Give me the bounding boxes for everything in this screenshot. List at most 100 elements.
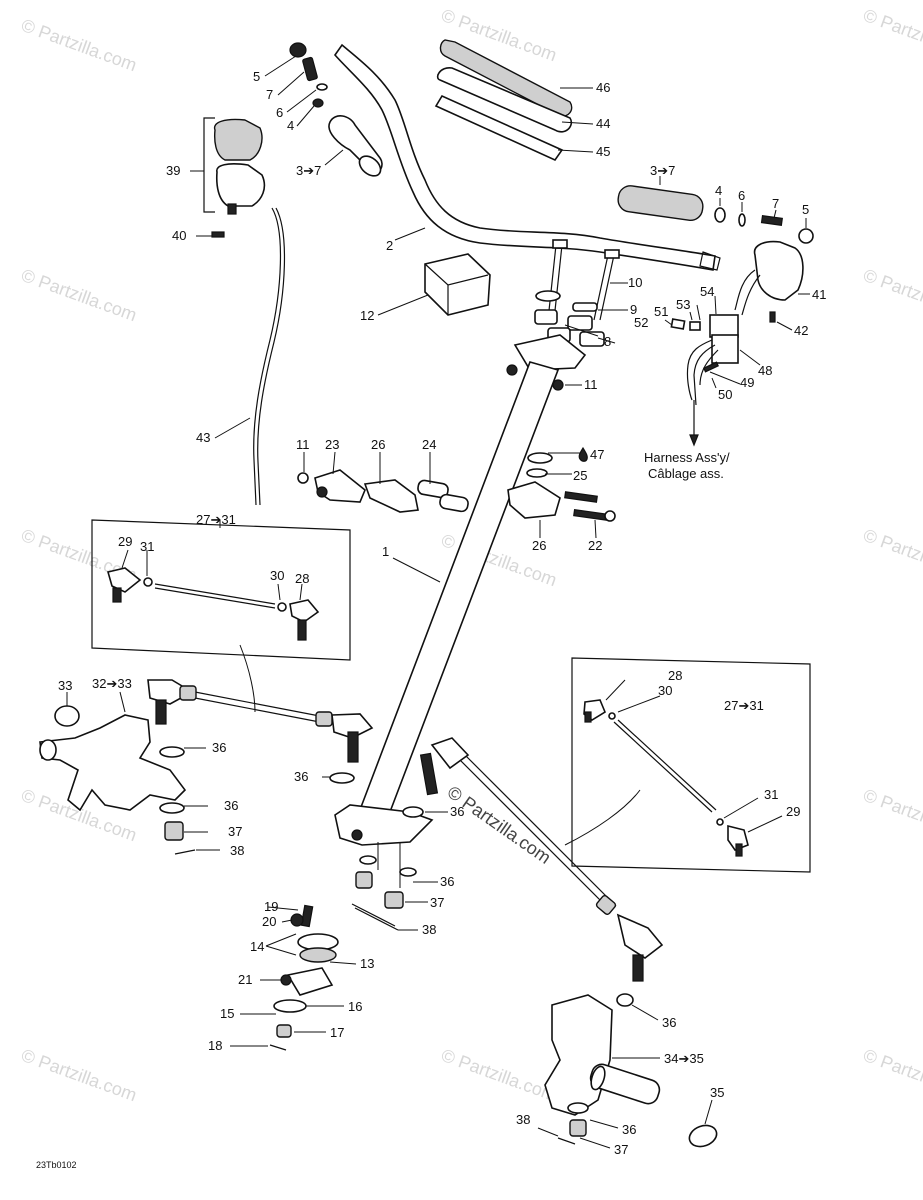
callout-47: 47 xyxy=(590,447,604,462)
harness-note-line1: Harness Ass'y/ xyxy=(644,450,730,465)
left-tie-rod xyxy=(147,679,374,784)
callout-34-35: 34➔35 xyxy=(664,1051,704,1066)
callout-16: 16 xyxy=(348,999,362,1014)
watermark: © Partzilla.com xyxy=(861,265,923,325)
callout-29: 29 xyxy=(786,804,800,819)
callout-25: 25 xyxy=(573,468,587,483)
left-grip-assembly xyxy=(264,42,383,177)
watermark: © Partzilla.com xyxy=(861,525,923,585)
callout-7: 7 xyxy=(266,87,273,102)
callout-23: 23 xyxy=(325,437,339,452)
handlebar-pads xyxy=(434,39,594,162)
callout-31: 31 xyxy=(140,539,154,554)
callout-3-7: 3➔7 xyxy=(296,163,321,178)
callout-38: 38 xyxy=(422,922,436,937)
callout-33: 33 xyxy=(58,678,72,693)
callout-10: 10 xyxy=(628,275,642,290)
callout-12: 12 xyxy=(360,308,374,323)
callout-42: 42 xyxy=(794,323,808,338)
right-tie-rod xyxy=(402,737,664,982)
callout-8: 8 xyxy=(604,334,611,349)
diagram-code: 23Tb0102 xyxy=(36,1160,77,1170)
callout-15: 15 xyxy=(220,1006,234,1021)
callout-26: 26 xyxy=(532,538,546,553)
lower-bearing-assembly xyxy=(230,904,357,1051)
callout-30: 30 xyxy=(270,568,284,583)
callout-27-31: 27➔31 xyxy=(724,698,764,713)
callout-49: 49 xyxy=(740,375,754,390)
callout-6: 6 xyxy=(276,105,283,120)
handlebar xyxy=(333,43,721,271)
callout-4: 4 xyxy=(715,183,722,198)
callout-20: 20 xyxy=(262,914,276,929)
grease-drop-icon xyxy=(578,446,588,462)
callout-28: 28 xyxy=(668,668,682,683)
callout-36: 36 xyxy=(622,1122,636,1137)
callout-37: 37 xyxy=(228,824,242,839)
callout-36: 36 xyxy=(224,798,238,813)
tie-rod-inset-right xyxy=(564,657,811,873)
callout-41: 41 xyxy=(812,287,826,302)
callout-54: 54 xyxy=(700,284,714,299)
callout-29: 29 xyxy=(118,534,132,549)
callout-38: 38 xyxy=(516,1112,530,1127)
callout-51: 51 xyxy=(654,304,668,319)
callout-2: 2 xyxy=(386,238,393,253)
callout-37: 37 xyxy=(430,895,444,910)
callout-36: 36 xyxy=(662,1015,676,1030)
handlebar-cover xyxy=(377,253,491,316)
callout-27-31: 27➔31 xyxy=(196,512,236,527)
watermark: © Partzilla.com xyxy=(19,15,140,75)
harness-note-line2: Câblage ass. xyxy=(648,466,724,481)
callout-35: 35 xyxy=(710,1085,724,1100)
callout-40: 40 xyxy=(172,228,186,243)
tie-rod-inset-left xyxy=(91,519,351,713)
callout-52: 52 xyxy=(634,315,648,330)
callout-6: 6 xyxy=(738,188,745,203)
callout-50: 50 xyxy=(718,387,732,402)
left-switch-assembly xyxy=(190,117,286,506)
watermark: © Partzilla.com xyxy=(19,265,140,325)
steering-column xyxy=(334,239,628,931)
callout-48: 48 xyxy=(758,363,772,378)
callout-22: 22 xyxy=(588,538,602,553)
callout-14: 14 xyxy=(250,939,264,954)
watermark: © Partzilla.com xyxy=(861,785,923,845)
watermark: © Partzilla.com xyxy=(861,5,923,65)
right-spindle xyxy=(537,993,718,1149)
callout-26: 26 xyxy=(371,437,385,452)
watermark: © Partzilla.com xyxy=(19,1045,140,1105)
callout-labels: 5 7 6 4 3➔7 2 46 44 45 3➔7 4 6 7 5 39 40… xyxy=(36,69,826,1170)
throttle-housing xyxy=(664,240,810,447)
callout-36: 36 xyxy=(294,769,308,784)
callout-4: 4 xyxy=(287,118,294,133)
callout-1: 1 xyxy=(382,544,389,559)
callout-45: 45 xyxy=(596,144,610,159)
callout-11: 11 xyxy=(296,437,310,452)
callout-9: 9 xyxy=(630,302,637,317)
callout-7: 7 xyxy=(772,196,779,211)
callout-17: 17 xyxy=(330,1025,344,1040)
callout-30: 30 xyxy=(658,683,672,698)
steering-arm-assembly xyxy=(297,451,616,539)
callout-36: 36 xyxy=(212,740,226,755)
callout-43: 43 xyxy=(196,430,210,445)
callout-32-33: 32➔33 xyxy=(92,676,132,691)
callout-46: 46 xyxy=(596,80,610,95)
callout-18: 18 xyxy=(208,1038,222,1053)
callout-13: 13 xyxy=(360,956,374,971)
callout-44: 44 xyxy=(596,116,610,131)
watermark: © Partzilla.com xyxy=(439,1045,560,1105)
callout-5: 5 xyxy=(802,202,809,217)
callout-36: 36 xyxy=(450,804,464,819)
left-spindle xyxy=(39,691,220,855)
callout-19: 19 xyxy=(264,899,278,914)
callout-3-7: 3➔7 xyxy=(650,163,675,178)
callout-36: 36 xyxy=(440,874,454,889)
right-grip-assembly xyxy=(617,176,814,244)
callout-28: 28 xyxy=(295,571,309,586)
callout-37: 37 xyxy=(614,1142,628,1157)
callout-31: 31 xyxy=(764,787,778,802)
callout-11: 11 xyxy=(584,377,598,392)
